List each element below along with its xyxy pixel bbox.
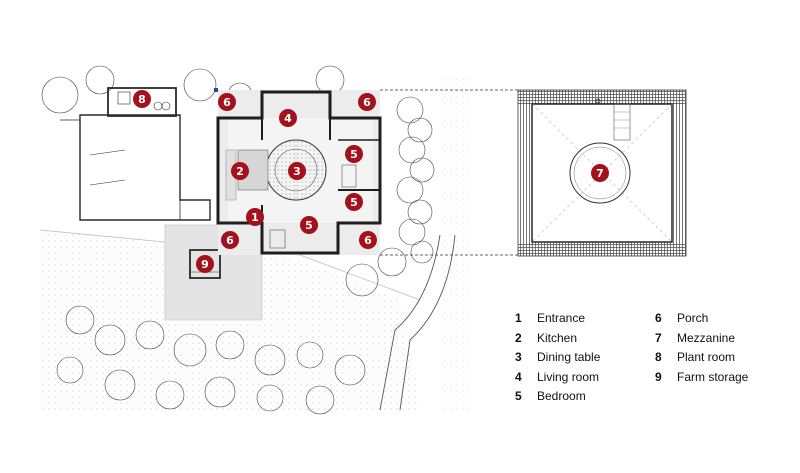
- marker-label: 8: [138, 93, 146, 106]
- marker-label: 2: [236, 165, 244, 178]
- legend-number: 8: [655, 350, 662, 364]
- legend-item: 3 Dining table: [515, 350, 600, 364]
- barn-building: [60, 114, 211, 221]
- legend-item: 7 Mezzanine: [655, 331, 735, 345]
- marker-label: 6: [223, 96, 231, 109]
- marker-circle: [345, 145, 363, 163]
- marker-label: 4: [284, 112, 292, 125]
- legend-number: 6: [655, 311, 662, 325]
- marker-label: 6: [226, 234, 234, 247]
- marker-circle: [218, 93, 236, 111]
- marker-6b: 6: [358, 93, 376, 111]
- marker-circle: [231, 162, 249, 180]
- marker-circle: [288, 162, 306, 180]
- marker-label: 5: [350, 196, 358, 209]
- legend-item: 4 Living room: [515, 370, 599, 384]
- trees: [41, 65, 435, 415]
- legend-number: 2: [515, 330, 522, 345]
- marker-circle: [246, 208, 264, 226]
- plant-room: [107, 87, 177, 117]
- marker-3: 3: [288, 162, 306, 180]
- marker-1: 1: [246, 208, 264, 226]
- legend-number: 9: [655, 369, 662, 384]
- marker-circle: [133, 90, 151, 108]
- legend-item: 5 Bedroom: [515, 389, 586, 403]
- legend-label: Farm storage: [677, 369, 749, 384]
- legend-label: Kitchen: [537, 330, 578, 345]
- marker-circle: [300, 216, 318, 234]
- marker-circle: [591, 164, 609, 182]
- marker-6c: 6: [221, 231, 239, 249]
- mezzanine-plan: [517, 89, 687, 257]
- marker-label: 9: [201, 258, 209, 271]
- room-markers: 1 2 3 4 5 5 5 6 6 6 6 7 8 9: [133, 90, 609, 273]
- legend-label: Mezzanine: [677, 330, 736, 345]
- legend-number: 5: [515, 389, 522, 403]
- projection-lines: [380, 89, 518, 256]
- marker-circle: [279, 109, 297, 127]
- legend-label: Porch: [677, 311, 709, 325]
- marker-5c: 5: [300, 216, 318, 234]
- legend-label: Bedroom: [537, 389, 586, 403]
- marker-9: 9: [196, 255, 214, 273]
- marker-6d: 6: [359, 231, 377, 249]
- marker-circle: [359, 231, 377, 249]
- legend-number: 7: [655, 330, 662, 345]
- marker-5b: 5: [345, 193, 363, 211]
- legend-item: 9 Farm storage: [655, 370, 748, 384]
- marker-label: 5: [305, 219, 313, 232]
- marker-6a: 6: [218, 93, 236, 111]
- marker-7: 7: [591, 164, 609, 182]
- legend-label: Entrance: [537, 311, 586, 325]
- marker-label: 3: [293, 165, 301, 178]
- legend-item: 2 Kitchen: [515, 331, 577, 345]
- marker-label: 7: [596, 167, 604, 180]
- marker-4: 4: [279, 109, 297, 127]
- marker-circle: [221, 231, 239, 249]
- marker-circle: [196, 255, 214, 273]
- legend-label: Living room: [537, 369, 600, 384]
- marker-label: 1: [251, 211, 259, 224]
- legend-item: 1 Entrance: [515, 311, 585, 325]
- marker-circle: [345, 193, 363, 211]
- legend-number: 1: [515, 311, 522, 325]
- marker-2: 2: [231, 162, 249, 180]
- legend-label: Dining table: [537, 350, 601, 364]
- legend-item: 6 Porch: [655, 311, 708, 325]
- marker-8: 8: [133, 90, 151, 108]
- legend-label: Plant room: [677, 350, 736, 364]
- legend-number: 4: [515, 369, 522, 384]
- legend-number: 3: [515, 350, 522, 364]
- marker-label: 5: [350, 148, 358, 161]
- marker-label: 6: [363, 96, 371, 109]
- marker-label: 6: [364, 234, 372, 247]
- marker-5a: 5: [345, 145, 363, 163]
- legend: 1 Entrance 2 Kitchen 3 Dining table 4 Living ro…: [515, 311, 785, 411]
- marker-circle: [358, 93, 376, 111]
- legend-item: 8 Plant room: [655, 350, 735, 364]
